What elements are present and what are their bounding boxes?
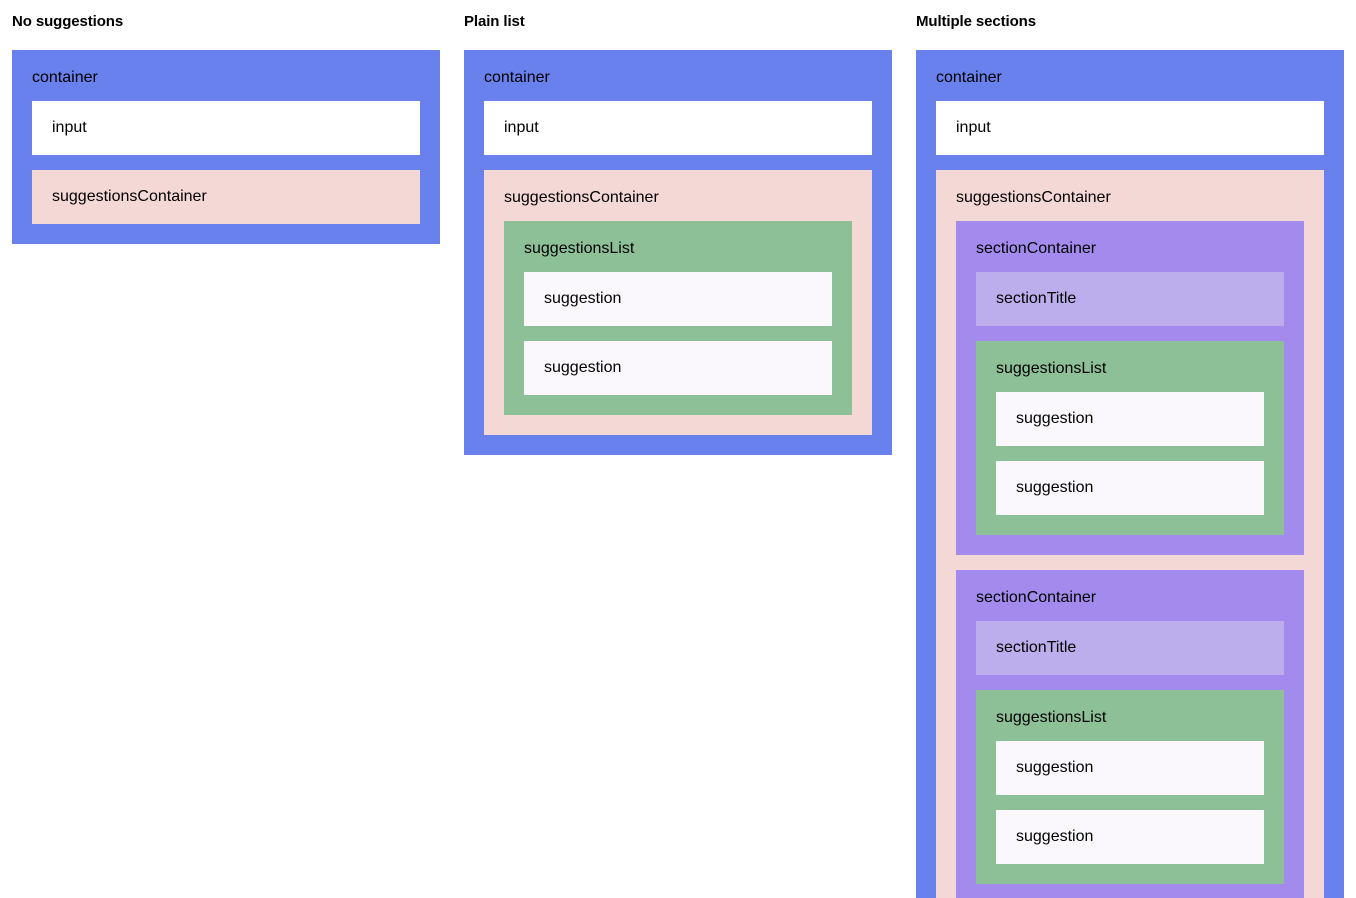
input-label: input	[956, 119, 991, 136]
section-container-box: sectionContainer sectionTitle suggestion…	[956, 221, 1304, 555]
container-box: container input suggestionsContainer	[12, 50, 440, 244]
suggestion-item[interactable]: suggestion	[996, 392, 1264, 446]
suggestions-container-box: suggestionsContainer sectionContainer se…	[936, 170, 1324, 898]
suggestions-container-box: suggestionsContainer suggestionsList sug…	[484, 170, 872, 435]
column-multiple-sections: Multiple sections container input sugges…	[904, 0, 1356, 898]
suggestion-label: suggestion	[544, 290, 622, 307]
column-plain-list: Plain list container input suggestionsCo…	[452, 0, 904, 455]
input-label: input	[52, 119, 87, 136]
suggestions-container-label: suggestionsContainer	[52, 188, 207, 205]
section-title-box: sectionTitle	[976, 621, 1284, 675]
container-label: container	[484, 69, 550, 86]
suggestion-label: suggestion	[1016, 759, 1094, 776]
input-box[interactable]: input	[32, 101, 420, 155]
suggestions-container-label: suggestionsContainer	[504, 189, 659, 206]
suggestion-label: suggestion	[1016, 479, 1094, 496]
column-title-multiple-sections: Multiple sections	[916, 13, 1036, 30]
suggestions-list-box: suggestionsList suggestion suggestion	[976, 341, 1284, 535]
input-label: input	[504, 119, 539, 136]
section-container-label: sectionContainer	[976, 240, 1097, 257]
suggestions-list-box: suggestionsList suggestion suggestion	[504, 221, 852, 415]
suggestions-list-label: suggestionsList	[524, 240, 635, 257]
suggestion-label: suggestion	[1016, 410, 1094, 427]
suggestions-container-box: suggestionsContainer	[32, 170, 420, 224]
suggestions-list-label: suggestionsList	[996, 360, 1107, 377]
suggestion-item[interactable]: suggestion	[524, 341, 832, 395]
column-no-suggestions: No suggestions container input suggestio…	[0, 0, 452, 244]
suggestions-list-box: suggestionsList suggestion suggestion	[976, 690, 1284, 884]
suggestion-item[interactable]: suggestion	[996, 741, 1264, 795]
container-label: container	[32, 69, 98, 86]
section-title-label: sectionTitle	[996, 290, 1077, 307]
section-title-label: sectionTitle	[996, 639, 1077, 656]
input-box[interactable]: input	[936, 101, 1324, 155]
container-box: container input suggestionsContainer sug…	[464, 50, 892, 455]
suggestion-label: suggestion	[1016, 828, 1094, 845]
suggestion-label: suggestion	[544, 359, 622, 376]
suggestion-item[interactable]: suggestion	[996, 810, 1264, 864]
column-title-no-suggestions: No suggestions	[12, 13, 124, 30]
container-box: container input suggestionsContainer sec…	[916, 50, 1344, 898]
suggestion-item[interactable]: suggestion	[996, 461, 1264, 515]
input-box[interactable]: input	[484, 101, 872, 155]
suggestions-container-label: suggestionsContainer	[956, 189, 1111, 206]
section-container-label: sectionContainer	[976, 589, 1097, 606]
suggestions-list-label: suggestionsList	[996, 709, 1107, 726]
column-title-plain-list: Plain list	[464, 13, 525, 30]
suggestion-item[interactable]: suggestion	[524, 272, 832, 326]
section-title-box: sectionTitle	[976, 272, 1284, 326]
container-label: container	[936, 69, 1002, 86]
section-container-box: sectionContainer sectionTitle suggestion…	[956, 570, 1304, 898]
